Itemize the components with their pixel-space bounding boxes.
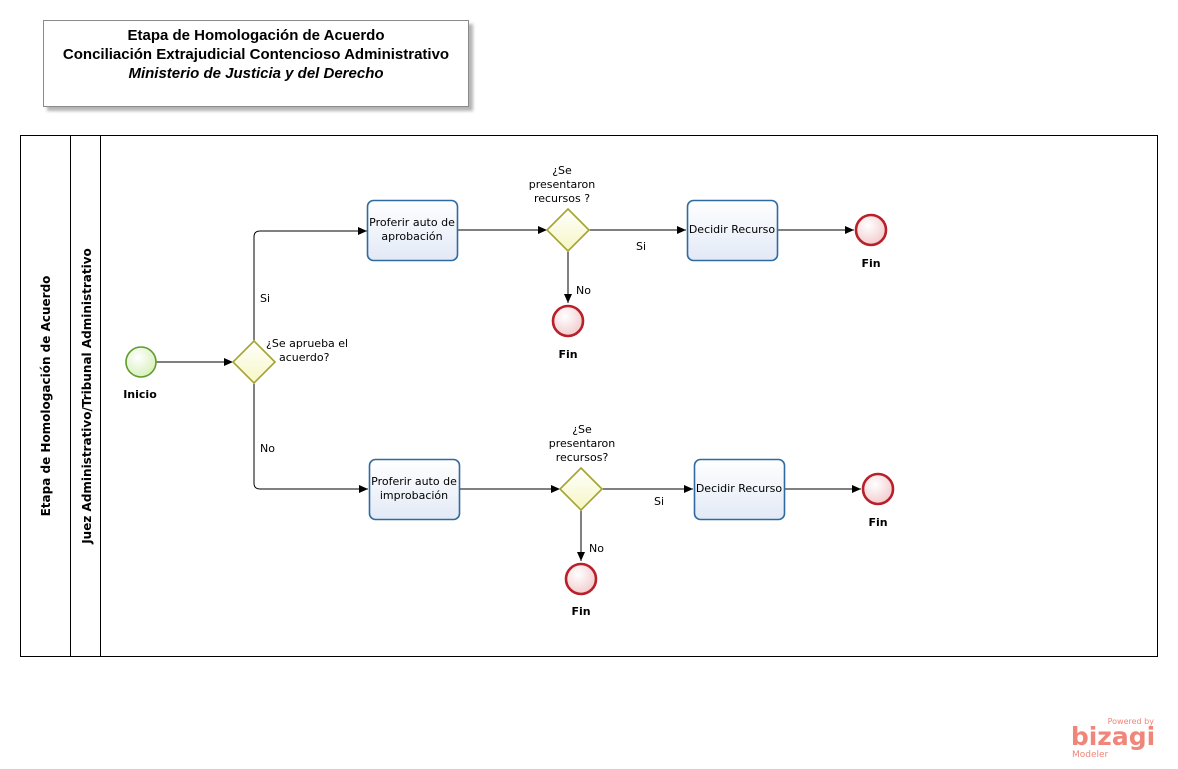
title-line-2: Conciliación Extrajudicial Contencioso A… [62, 46, 450, 63]
gateway-bottom-recursos[interactable] [558, 466, 604, 512]
end-event-bottom-no[interactable] [564, 562, 598, 596]
task-improbacion-line-1: Proferir auto de [371, 475, 457, 488]
title-line-1: Etapa de Homologación de Acuerdo [127, 27, 385, 44]
end-event-top-no[interactable] [551, 304, 585, 338]
flow-label-bottom-no: No [589, 542, 604, 555]
start-event[interactable] [125, 346, 157, 378]
end-event-top-right[interactable] [854, 213, 888, 247]
gateway-se-aprueba-label-1: ¿Se aprueba el [266, 337, 348, 350]
gateway-se-aprueba-label-2: acuerdo? [279, 351, 330, 364]
flow-label-bottom-yes: Si [654, 495, 664, 508]
end-event-top-no-label: Fin [558, 348, 577, 361]
bizagi-logo: Powered by bizagi Modeler [1071, 717, 1155, 760]
gateway-top-recursos[interactable] [545, 207, 591, 253]
logo-powered-by: Powered by [1108, 717, 1155, 726]
gateway-se-aprueba[interactable] [231, 339, 277, 385]
task-proferir-auto-improbacion[interactable]: Proferir auto de improbación [368, 458, 461, 521]
sequence-flows [156, 226, 861, 561]
gateway-bottom-label-3: recursos? [556, 451, 609, 464]
task-proferir-auto-aprobacion[interactable]: Proferir auto de aprobación [366, 199, 459, 262]
task-aprobacion-line-2: aprobación [381, 230, 442, 243]
flow-label-top-yes: Si [636, 240, 646, 253]
flow-gateway-yes[interactable] [253, 227, 367, 341]
end-event-bottom-right[interactable] [861, 472, 895, 506]
lane-label: Juez Administrativo/Tribunal Administrat… [80, 248, 94, 545]
end-event-bottom-no-label: Fin [571, 605, 590, 618]
pool-label: Etapa de Homologación de Acuerdo [39, 276, 53, 517]
task-decidir-top-label: Decidir Recurso [689, 223, 776, 236]
gateway-top-label-2: presentaron [529, 178, 596, 191]
flow-gateway-no[interactable] [253, 383, 368, 493]
diagram-title-box: Etapa de Homologación de Acuerdo Concili… [43, 20, 469, 107]
logo-brand: bizagi [1071, 722, 1155, 751]
start-event-label: Inicio [123, 388, 157, 401]
flow-label-top-no: No [576, 284, 591, 297]
gateway-top-label-3: recursos ? [534, 192, 590, 205]
task-decidir-recurso-top[interactable]: Decidir Recurso [686, 199, 779, 262]
gateway-top-label-1: ¿Se [552, 164, 572, 177]
task-aprobacion-line-1: Proferir auto de [369, 216, 455, 229]
title-line-3: Ministerio de Justicia y del Derecho [128, 65, 384, 82]
end-event-bottom-right-label: Fin [868, 516, 887, 529]
task-improbacion-line-2: improbación [380, 489, 448, 502]
gateway-bottom-label-2: presentaron [549, 437, 616, 450]
task-decidir-recurso-bottom[interactable]: Decidir Recurso [693, 458, 786, 521]
flow-label-main-no: No [260, 442, 275, 455]
logo-product: Modeler [1072, 750, 1109, 760]
end-event-top-right-label: Fin [861, 257, 880, 270]
gateway-bottom-label-1: ¿Se [572, 423, 592, 436]
task-decidir-bottom-label: Decidir Recurso [696, 482, 783, 495]
flow-label-main-yes: Si [260, 292, 270, 305]
